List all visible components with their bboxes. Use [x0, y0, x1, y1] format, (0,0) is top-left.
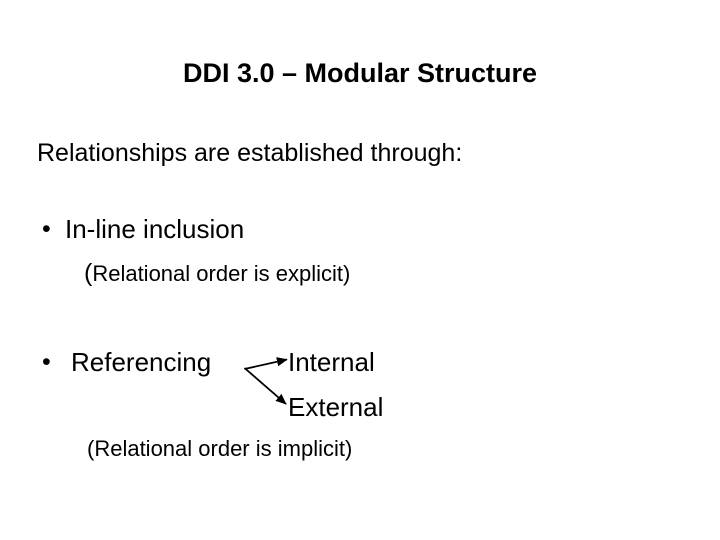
note-text-explicit: Relational order is explicit: [92, 261, 343, 286]
branch-label-external: External: [288, 392, 384, 422]
note-close-paren: ): [343, 261, 351, 286]
note-relational-order-implicit: (Relational order is implicit): [87, 436, 353, 461]
bullet-marker-referencing: •: [42, 348, 51, 376]
branch-label-internal: Internal: [288, 347, 375, 377]
bullet-item-referencing: Referencing: [71, 347, 212, 377]
bullet-item-inline-inclusion: In-line inclusion: [65, 214, 245, 244]
page-title: DDI 3.0 – Modular Structure: [182, 58, 538, 88]
intro-text: Relationships are established through:: [37, 139, 463, 167]
note-relational-order-explicit: (Relational order is explicit): [84, 259, 351, 287]
branch-arrows-group: [243, 357, 288, 405]
arrow-to-external: [243, 367, 287, 405]
note-open-paren: (: [84, 259, 93, 287]
bullet-marker-inline-inclusion: •: [42, 215, 51, 243]
arrow-to-internal: [244, 357, 288, 370]
